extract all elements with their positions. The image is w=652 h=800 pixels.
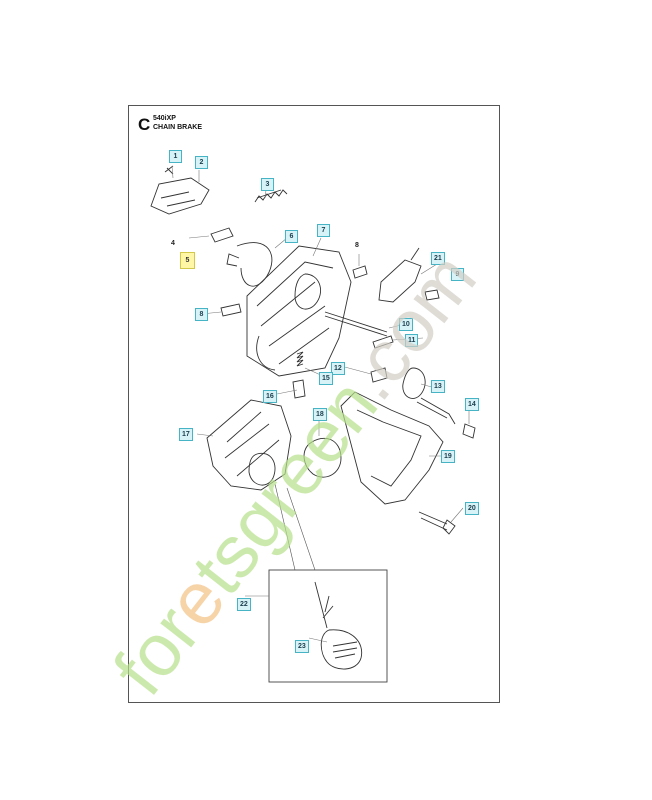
callout-9[interactable]: 9 — [451, 268, 464, 281]
callout-4[interactable]: 4 — [171, 240, 175, 247]
callout-8-left[interactable]: 8 — [195, 308, 208, 321]
callout-21[interactable]: 21 — [431, 252, 445, 265]
section-subtitle: CHAIN BRAKE — [153, 124, 202, 131]
detail-box — [268, 569, 388, 683]
callout-14[interactable]: 14 — [465, 398, 479, 411]
callout-5-highlighted[interactable]: 5 — [180, 252, 195, 269]
part-18-drum — [303, 437, 342, 478]
part-17-cover — [206, 399, 292, 491]
callout-12[interactable]: 12 — [331, 362, 345, 375]
part-21-lever — [378, 259, 422, 303]
callout-16[interactable]: 16 — [263, 390, 277, 403]
part-15-spring — [296, 351, 304, 367]
callout-22[interactable]: 22 — [237, 598, 251, 611]
part-1-screw — [164, 165, 174, 175]
part-8-screw-top — [352, 265, 368, 279]
part-3-spring — [256, 189, 282, 199]
exploded-view-drawing — [150, 165, 476, 683]
part-16-plunger — [292, 379, 306, 399]
callout-1[interactable]: 1 — [169, 150, 182, 163]
part-2-bracket — [150, 177, 210, 215]
part-11-pin — [372, 335, 394, 349]
part-6-band — [236, 242, 273, 287]
model-name: 540iXP — [153, 115, 176, 122]
callout-13[interactable]: 13 — [431, 380, 445, 393]
callout-3[interactable]: 3 — [261, 178, 274, 191]
part-19-guard — [340, 391, 444, 505]
part-7-housing — [246, 245, 352, 377]
part-9-screw — [424, 289, 440, 301]
part-5-pin — [210, 227, 234, 243]
callout-11[interactable]: 11 — [405, 334, 419, 347]
callout-6[interactable]: 6 — [285, 230, 298, 243]
callout-8-top[interactable]: 8 — [355, 242, 359, 249]
callout-20[interactable]: 20 — [465, 502, 479, 515]
section-letter: C — [138, 115, 151, 134]
callout-10[interactable]: 10 — [399, 318, 413, 331]
part-20-screw — [418, 511, 448, 531]
callout-17[interactable]: 17 — [179, 428, 193, 441]
callout-7[interactable]: 7 — [317, 224, 330, 237]
part-12 — [370, 367, 388, 383]
callout-15[interactable]: 15 — [319, 372, 333, 385]
callout-23[interactable]: 23 — [295, 640, 309, 653]
part-8-screw-left — [220, 303, 242, 317]
part-14-screw — [462, 423, 476, 439]
callout-2[interactable]: 2 — [195, 156, 208, 169]
part-22-cord — [314, 581, 328, 629]
diagram-sheet: C 540iXP CHAIN BRAKE 1 2 3 4 5 6 7 8 21 … — [128, 105, 500, 703]
part-10-rod — [324, 311, 388, 333]
part-13-gear — [402, 367, 426, 399]
callout-19[interactable]: 19 — [441, 450, 455, 463]
part-23-cap — [320, 629, 363, 670]
callout-18[interactable]: 18 — [313, 408, 327, 421]
